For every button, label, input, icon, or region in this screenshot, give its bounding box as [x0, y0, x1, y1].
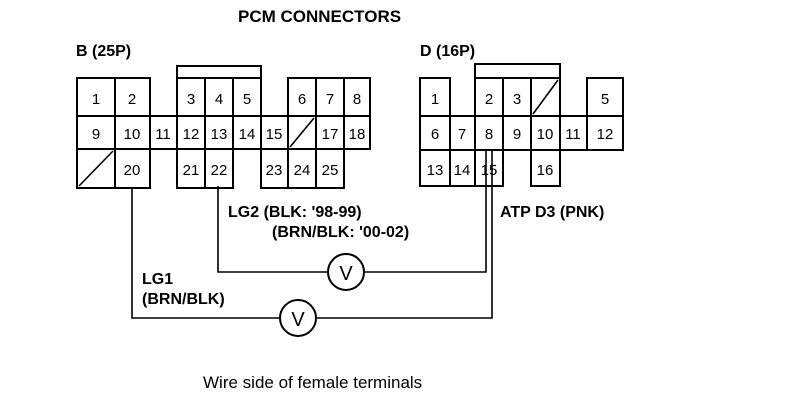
b-pin-6: 6 — [298, 91, 306, 108]
b-pin-24: 24 — [294, 162, 311, 179]
b-pin-17: 17 — [322, 126, 339, 143]
b-pin-8: 8 — [353, 91, 361, 108]
b-pin-7: 7 — [326, 91, 334, 108]
d-cell-16 — [530, 149, 561, 187]
b-pin-3: 3 — [187, 91, 195, 108]
b-pin-20: 20 — [124, 162, 141, 179]
connector-d: 1 2 3 5 6 7 8 9 10 11 12 13 14 15 16 — [419, 63, 624, 187]
connector-d-label: D (16P) — [420, 43, 475, 60]
b-cell-20 — [114, 148, 151, 189]
d-pin-7: 7 — [458, 126, 466, 143]
d-cell-14 — [449, 149, 476, 187]
d-pin-1: 1 — [431, 91, 439, 108]
b-pin-1: 1 — [92, 91, 100, 108]
d-cell-5 — [586, 77, 624, 117]
b-pin-14: 14 — [239, 126, 256, 143]
b-cell-23 — [260, 148, 289, 189]
voltmeter-lower-circle — [279, 299, 317, 337]
d-pin-15: 15 — [481, 162, 498, 179]
b-pin-9: 9 — [92, 126, 100, 143]
wire-lg1-right — [316, 186, 493, 319]
voltmeter-upper-circle — [327, 253, 365, 291]
d-pin-8: 8 — [485, 126, 493, 143]
b-pin-12: 12 — [183, 126, 200, 143]
b-pin-11: 11 — [155, 126, 171, 143]
d-pin-3: 3 — [513, 91, 521, 108]
b-cell-18 — [343, 115, 371, 150]
b-pin-23: 23 — [266, 162, 283, 179]
d-pin-12: 12 — [597, 126, 614, 143]
voltmeter-upper-symbol: V — [339, 263, 353, 285]
d-pin-13: 13 — [427, 162, 444, 179]
lg2-label-line1: LG2 (BLK: '98-99) — [228, 204, 362, 221]
d-pin-9: 9 — [513, 126, 521, 143]
d-empty-slash-4 — [532, 79, 559, 115]
d-pin-11: 11 — [565, 126, 581, 143]
b-pin-18: 18 — [349, 126, 366, 143]
d-pin-14: 14 — [454, 162, 471, 179]
b-pin-2: 2 — [128, 91, 136, 108]
d-pin-2: 2 — [485, 91, 493, 108]
connector-d-lock-tab — [474, 63, 561, 79]
b-cell-10 — [114, 115, 151, 150]
lg1-label-line2: (BRN/BLK) — [142, 291, 225, 308]
b-pin-13: 13 — [211, 126, 228, 143]
caption: Wire side of female terminals — [203, 373, 422, 392]
d-cell-1 — [419, 77, 451, 117]
b-cell-8 — [343, 77, 371, 117]
wire-lg2-right — [364, 186, 487, 273]
b-cell-21 — [176, 148, 206, 189]
d-pin-5: 5 — [601, 91, 609, 108]
wire-lg1-left — [131, 188, 280, 319]
diagram-title: PCM CONNECTORS — [238, 7, 401, 26]
b-pin-5: 5 — [243, 91, 251, 108]
d-cell-11 — [559, 115, 588, 151]
b-cell-17 — [315, 115, 345, 150]
b-pin-22: 22 — [211, 162, 228, 179]
connector-b-label: B (25P) — [76, 43, 131, 60]
b-pin-4: 4 — [215, 91, 223, 108]
b-empty-slash-16 — [289, 117, 315, 148]
voltmeter-upper: V — [327, 253, 365, 291]
d-cell-12 — [586, 115, 624, 151]
d-cell-6 — [419, 115, 451, 151]
connector-b: 1 2 3 4 5 6 7 8 9 10 11 12 13 14 15 17 1… — [76, 65, 371, 189]
b-pin-10: 10 — [124, 126, 141, 143]
d-pin-16: 16 — [537, 162, 554, 179]
lg1-label-line1: LG1 — [142, 271, 173, 288]
voltmeter-lower: V — [279, 299, 317, 337]
connector-b-lock-tab — [176, 65, 262, 79]
d-cell-15 — [474, 149, 504, 187]
b-cell-22 — [204, 148, 234, 189]
voltmeter-lower-symbol: V — [291, 309, 305, 331]
b-empty-slash-19 — [78, 150, 114, 187]
d-pin-10: 10 — [537, 126, 554, 143]
b-pin-15: 15 — [266, 126, 283, 143]
b-cell-25 — [315, 148, 345, 189]
wire-lg2-left — [217, 186, 328, 273]
d-pin-6: 6 — [431, 126, 439, 143]
b-pin-21: 21 — [183, 162, 200, 179]
atp-d3-label: ATP D3 (PNK) — [500, 204, 604, 221]
lg2-label-line2: (BRN/BLK: '00-02) — [272, 224, 409, 241]
b-pin-25: 25 — [322, 162, 339, 179]
